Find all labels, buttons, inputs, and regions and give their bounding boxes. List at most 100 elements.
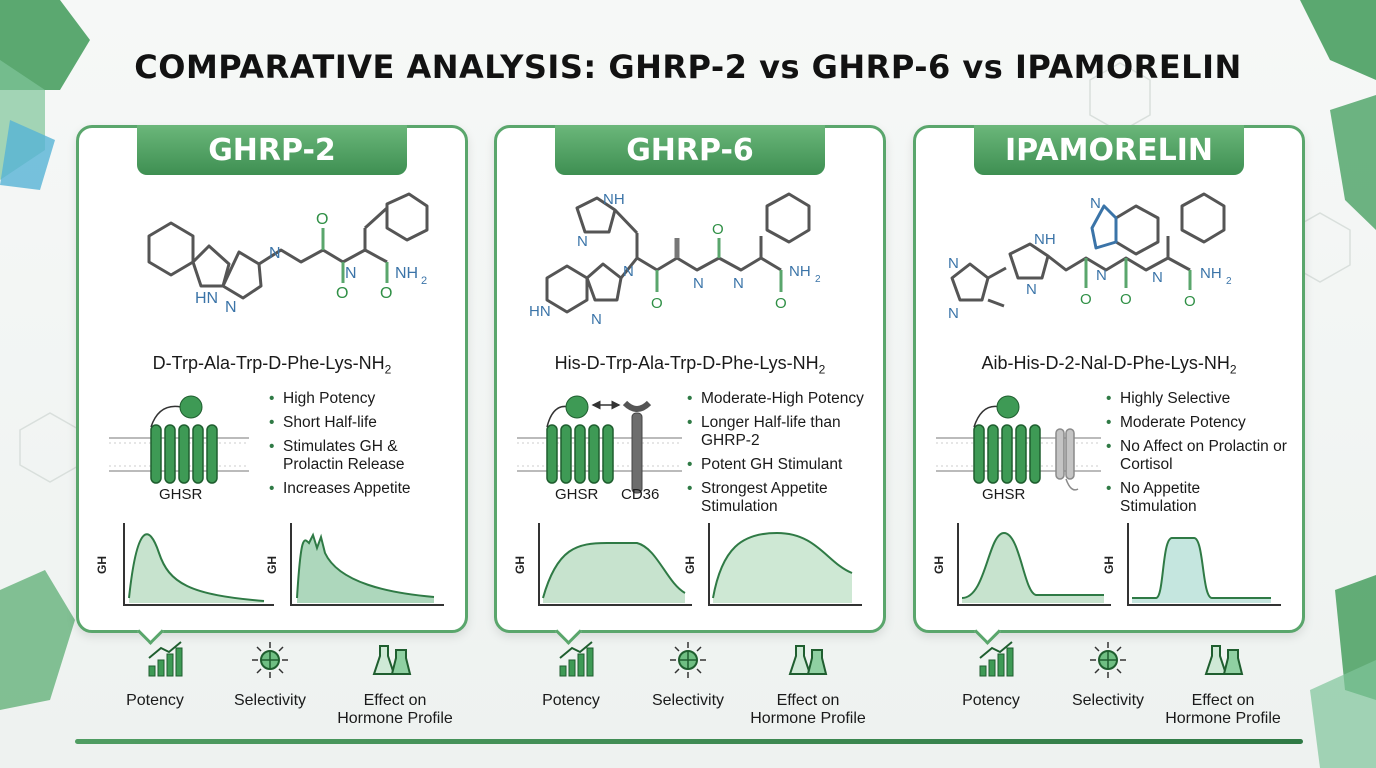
atom-label: O: [336, 285, 348, 302]
gpcr-receptor-icon: [109, 395, 249, 484]
property-item: Potent GH Stimulant: [687, 456, 871, 474]
curve-plot-2: [1127, 523, 1281, 606]
panel-ipamorelin: IPAMORELIN N N NH N N N N O O O NH 2 Aib…: [913, 125, 1305, 645]
atom-label: 2: [421, 275, 427, 287]
panel-ghrp-2: GHRP-2 HN N N O O N O NH 2 D-Trp-Ala-Trp…: [76, 125, 468, 645]
selectivity-icon: [1090, 642, 1126, 678]
atom-label: O: [380, 285, 392, 302]
property-list: Highly Selective Moderate Potency No Aff…: [1106, 390, 1290, 522]
page-title: COMPARATIVE ANALYSIS: GHRP-2 vs GHRP-6 v…: [134, 48, 1242, 86]
atom-label: N: [623, 263, 634, 280]
selectivity-icon: [670, 642, 706, 678]
flask-icon: [1204, 645, 1244, 675]
footer-label-selectivity: Selectivity: [233, 692, 307, 709]
curve-plot-1: [123, 523, 274, 606]
axis-label-gh: GH: [683, 556, 697, 574]
atom-label: O: [712, 221, 724, 238]
axis-label-gh: GH: [95, 556, 109, 574]
gpcr-receptor-icon: [936, 395, 1101, 491]
property-item: Increases Appetite: [269, 480, 423, 498]
axis-label-gh: GH: [265, 556, 279, 574]
footer-ghrp-2: Potency Selectivity Effect on Hormone Pr…: [90, 640, 476, 730]
peptide-sequence: D-Trp-Ala-Trp-D-Phe-Lys-NH2: [152, 353, 392, 377]
footer-label-selectivity: Selectivity: [1071, 692, 1145, 709]
bottom-divider: [75, 739, 1303, 744]
curve-plot-2: [290, 523, 444, 606]
gh-response-curves: [538, 523, 862, 606]
panel-title: GHRP-2: [137, 125, 407, 175]
atom-label: N: [577, 233, 588, 250]
atom-label: HN: [195, 290, 218, 307]
property-item: Strongest Appetite Stimulation: [687, 480, 871, 516]
atom-label: O: [1184, 293, 1196, 310]
footer-label-effect: Effect on Hormone Profile: [337, 692, 453, 727]
curve-plot-2: [708, 523, 862, 606]
gh-response-curves: [123, 523, 444, 606]
flask-icon: [788, 645, 828, 675]
property-item: High Potency: [269, 390, 423, 408]
gpcr-receptor-icon: [517, 395, 682, 494]
receptor-label: GHSR: [982, 486, 1026, 503]
gh-response-curves: [957, 523, 1281, 606]
panel-title: IPAMORELIN: [974, 125, 1244, 175]
atom-label: N: [1152, 269, 1163, 286]
axis-label-gh: GH: [513, 556, 527, 574]
atom-label: NH: [395, 265, 418, 282]
footer-label-selectivity: Selectivity: [651, 692, 725, 709]
atom-label: N: [1090, 195, 1101, 212]
atom-label: N: [693, 275, 704, 292]
atom-label: NH: [1034, 231, 1056, 248]
curve-plot-1: [538, 523, 692, 606]
footer-label-potency: Potency: [126, 692, 184, 709]
molecule-structure-ghrp-6: N NH HN N N O O N N O NH 2: [529, 191, 821, 328]
footer-label-effect: Effect on Hormone Profile: [1165, 692, 1281, 727]
atom-label: N: [948, 305, 959, 322]
atom-label: N: [269, 245, 281, 262]
property-list: High Potency Short Half-life Stimulates …: [269, 390, 423, 504]
atom-label: N: [1096, 267, 1107, 284]
atom-label: 2: [1226, 276, 1232, 287]
atom-label: NH: [603, 191, 625, 208]
receptor-label: CD36: [621, 486, 660, 503]
atom-label: O: [1080, 291, 1092, 308]
property-item: Moderate-High Potency: [687, 390, 871, 408]
footer-label-potency: Potency: [542, 692, 600, 709]
bar-chart-icon: [979, 641, 1014, 677]
atom-label: NH: [789, 263, 811, 280]
atom-label: O: [1120, 291, 1132, 308]
property-item: Stimulates GH & Prolactin Release: [269, 438, 423, 474]
curve-plot-1: [957, 523, 1111, 606]
property-item: Moderate Potency: [1106, 414, 1290, 432]
atom-label: N: [1026, 281, 1037, 298]
footer-ghrp-6: Potency Selectivity Effect on Hormone Pr…: [508, 640, 894, 730]
property-item: Longer Half-life than GHRP-2: [687, 414, 871, 450]
footer-ipamorelin: Potency Selectivity Effect on Hormone Pr…: [928, 640, 1314, 730]
panel-ghrp-6: GHRP-6 N NH HN N N O O N N O NH 2 His-D-…: [494, 125, 886, 645]
bar-chart-icon: [559, 641, 594, 677]
property-list: Moderate-High Potency Longer Half-life t…: [687, 390, 871, 522]
atom-label: NH: [1200, 265, 1222, 282]
atom-label: 2: [815, 274, 821, 285]
bar-chart-icon: [148, 641, 183, 677]
property-item: Highly Selective: [1106, 390, 1290, 408]
atom-label: N: [225, 299, 237, 316]
flask-icon: [372, 645, 412, 675]
property-item: Short Half-life: [269, 414, 423, 432]
molecule-structure-ghrp-2: HN N N O O N O NH 2: [147, 192, 429, 316]
axis-label-gh: GH: [1102, 556, 1116, 574]
peptide-sequence: His-D-Trp-Ala-Trp-D-Phe-Lys-NH2: [554, 353, 826, 377]
receptor-label: GHSR: [555, 486, 599, 503]
footer-label-effect: Effect on Hormone Profile: [750, 692, 866, 727]
molecule-structure-ipamorelin: N N NH N N N N O O O NH 2: [948, 192, 1232, 322]
axis-label-gh: GH: [932, 556, 946, 574]
footer-label-potency: Potency: [962, 692, 1020, 709]
atom-label: O: [316, 211, 328, 228]
selectivity-icon: [252, 642, 288, 678]
atom-label: HN: [529, 303, 551, 320]
atom-label: O: [775, 295, 787, 312]
atom-label: N: [345, 265, 357, 282]
atom-label: N: [948, 255, 959, 272]
peptide-sequence: Aib-His-D-2-Nal-D-Phe-Lys-NH2: [981, 353, 1237, 377]
atom-label: N: [591, 311, 602, 328]
